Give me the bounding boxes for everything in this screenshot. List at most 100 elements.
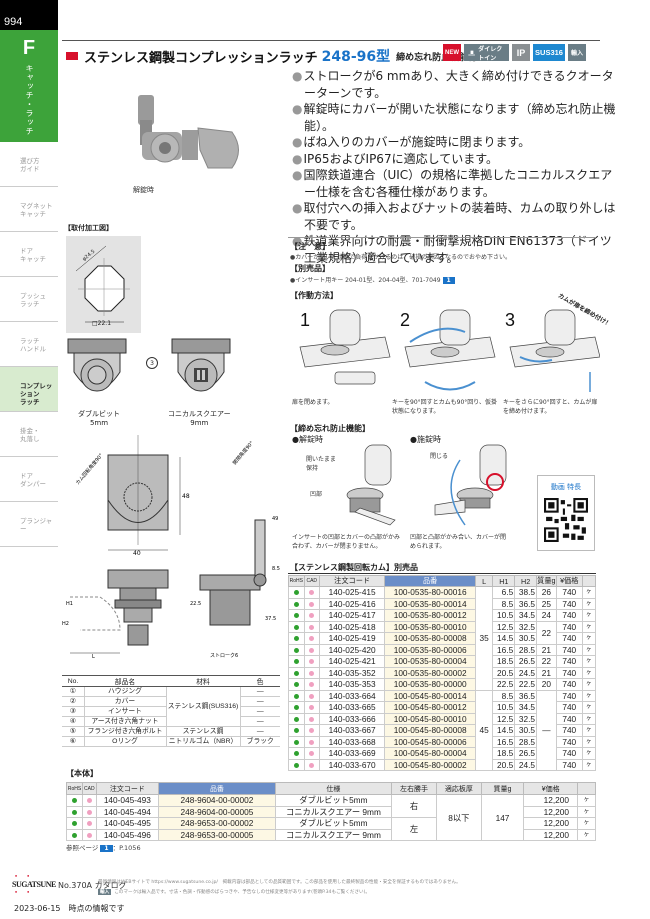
rohs-icon <box>293 636 299 642</box>
feature-list: ストロークが6 mmあり、大きく締め付けできるクオーターターンです。 解錠時にカ… <box>292 68 622 266</box>
brand-mark-icon <box>66 52 78 60</box>
cam-table: RoHS CAD 注文コード 品番 L H1 H2 質量g ¥価格 140-02… <box>288 575 597 771</box>
page-number: 994 <box>0 0 58 30</box>
dimension-drawing: 40 48 カム回転角度90° H1 H2 L 開閉角度90° 49 8.5 2… <box>62 435 280 660</box>
svg-text:H1: H1 <box>66 601 73 607</box>
rohs-icon <box>293 647 299 653</box>
rohs-icon <box>293 705 299 711</box>
sidebar-item[interactable]: ドアキャッチ <box>0 232 58 277</box>
qr-code-icon[interactable] <box>544 498 588 542</box>
rohs-icon <box>293 613 299 619</box>
label-concave: 凹部 <box>310 491 323 498</box>
locked-caption: 凹部と凸部がかみ合い、カバーが閉められます。 <box>410 534 507 550</box>
video-qr-card[interactable]: 動画 特長 <box>537 475 595 551</box>
label-open: 開いたまま保持 <box>306 456 336 472</box>
step-number: 2 <box>400 310 411 330</box>
sold-separately-heading: 【別売品】 <box>290 264 330 273</box>
sidebar-item[interactable]: 掛金・丸落し <box>0 412 58 457</box>
badge-row: NEW ダイレクトイン IP SUS316 輸入 <box>443 44 586 62</box>
header-rule <box>270 40 600 41</box>
feature-item: 取付穴への挿入およびナットの装着時、カムの取り外しは不要です。 <box>292 200 622 233</box>
svg-text:37.5: 37.5 <box>265 616 276 622</box>
sidebar-item[interactable]: 選び方ガイド <box>0 142 58 187</box>
body-table: RoHS CAD 注文コード 品番 仕様 左右勝手 適応板厚 質量g ¥価格 1… <box>65 782 596 841</box>
body-table-heading: 【本体】 <box>66 769 98 778</box>
insert-type-label: コニカルスクエアー 9mm <box>168 410 231 427</box>
cad-icon <box>309 624 315 630</box>
section-tab[interactable]: F キャッチ・ラッチ <box>0 30 58 142</box>
footer-note: 最新情報はWEBサイトで https://www.sugatsune.co.jp… <box>98 880 461 885</box>
cad-icon <box>309 636 315 642</box>
svg-text:48: 48 <box>182 493 190 500</box>
sidebar-nav: 選び方ガイドマグネットキャッチドアキャッチプッシュラッチラッチハンドルコンプレッ… <box>0 142 58 547</box>
cad-icon <box>309 728 315 734</box>
brand-logo: •• SUGATSUNE •• <box>12 874 56 896</box>
unlocked-caption: インサートの凹部とカバーの凸部がかみ合わず、カバーが閉まりません。 <box>292 534 401 550</box>
section-title: キャッチ・ラッチ <box>25 64 34 136</box>
sidebar-item[interactable]: ラッチハンドル <box>0 322 58 367</box>
sidebar-item[interactable]: マグネットキャッチ <box>0 187 58 232</box>
conical-square-drawing <box>171 338 231 392</box>
rohs-icon <box>293 762 299 768</box>
feature-item: ばね入りのカバーが施錠時に閉まります。 <box>292 134 622 151</box>
cad-icon <box>309 716 315 722</box>
unlocked-title: ●解錠時 <box>292 435 323 444</box>
ip-badge: IP <box>512 44 530 61</box>
feature-item: ストロークが6 mmあり、大きく締め付けできるクオーターターンです。 <box>292 68 622 101</box>
product-photo <box>138 95 239 169</box>
feature-item: 国際鉄道連合（UIC）の規格に準拠したコニカルスクエアー仕様を含む各種仕様があり… <box>292 167 622 200</box>
material-badge: SUS316 <box>533 44 565 61</box>
operation-heading: 【作動方法】 <box>290 291 338 300</box>
caution-heading: 【注 意】 <box>290 242 330 251</box>
sidebar-item[interactable]: プランジャー <box>0 502 58 547</box>
sidebar-item[interactable]: プッシュラッチ <box>0 277 58 322</box>
rohs-icon <box>293 659 299 665</box>
section-divider <box>288 237 596 238</box>
header-rule <box>62 40 270 41</box>
svg-text:カム回転角度90°: カム回転角度90° <box>74 452 105 487</box>
double-bit-drawing <box>67 338 127 392</box>
rohs-icon <box>293 728 299 734</box>
svg-text:開閉角度90°: 開閉角度90° <box>231 439 255 466</box>
sidebar: 994 F キャッチ・ラッチ 選び方ガイドマグネットキャッチドアキャッチプッシュ… <box>0 0 58 919</box>
rohs-icon <box>293 601 299 607</box>
operation-illustrations <box>299 309 600 392</box>
sidebar-item[interactable]: コンプレッションラッチ <box>0 367 58 412</box>
label-close: 閉じる <box>430 453 449 460</box>
import-badge: 輸入 <box>568 44 586 61</box>
cad-icon <box>309 590 315 596</box>
rohs-icon <box>293 670 299 676</box>
cad-icon <box>309 751 315 757</box>
ref-page-badge[interactable]: 1 <box>442 277 455 284</box>
locked-title: ●施錠時 <box>410 435 441 444</box>
cad-icon <box>309 670 315 676</box>
step-number: 3 <box>505 310 516 330</box>
rohs-icon <box>293 693 299 699</box>
svg-text:L: L <box>92 654 95 660</box>
mounting-heading: 【取付加工図】 <box>64 224 113 232</box>
sidebar-item[interactable]: ドアダンパー <box>0 457 58 502</box>
ref-page-badge[interactable]: 1 <box>100 845 113 852</box>
